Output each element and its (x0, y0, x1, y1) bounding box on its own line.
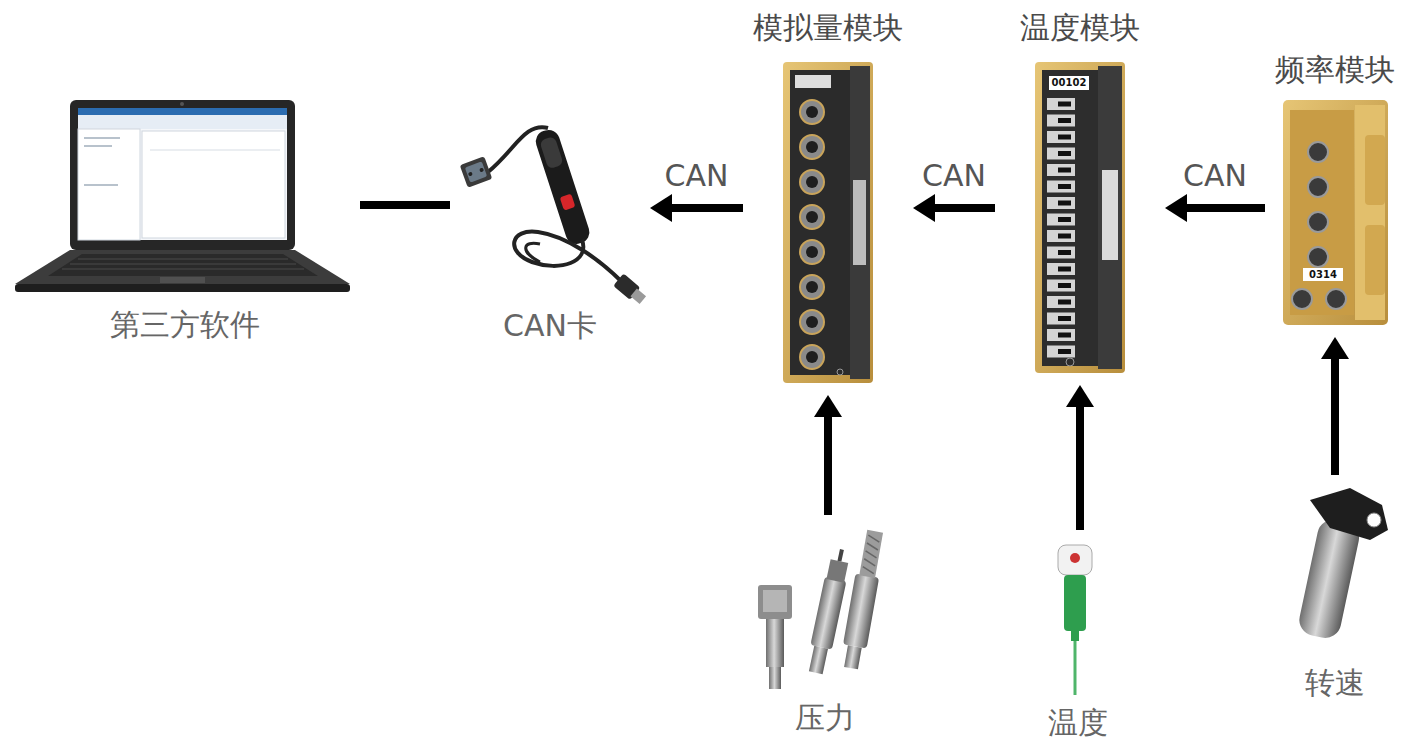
terminal (1047, 197, 1075, 209)
module-title: 模拟量模块 (748, 10, 908, 46)
terminal-slot (1058, 135, 1071, 140)
terminal (1047, 346, 1075, 358)
arrow-head (1321, 337, 1349, 359)
connector-line (1331, 357, 1339, 475)
bus-label: CAN (663, 158, 731, 194)
sensor-caption: 转速 (1280, 665, 1390, 701)
arrow-head (1165, 194, 1187, 222)
terminal (1047, 98, 1075, 110)
module-title: 温度模块 (1000, 10, 1160, 46)
terminal (1047, 313, 1075, 325)
terminal (1047, 181, 1075, 193)
arrow-head (814, 395, 842, 417)
module-title: 频率模块 (1270, 52, 1400, 88)
arrow-head (1066, 385, 1094, 407)
terminal-slot (1058, 201, 1071, 206)
speed-sensor-picture (1296, 488, 1388, 641)
connector-line (1076, 405, 1084, 530)
speed-sensor-node: 转速 (1280, 480, 1390, 705)
terminal (1047, 148, 1075, 160)
connector (360, 205, 450, 206)
connector-line (824, 415, 832, 515)
terminal (1047, 230, 1075, 242)
device-caption: CAN卡 (455, 308, 645, 344)
terminal (1047, 296, 1075, 308)
connector (1165, 194, 1265, 222)
software-node: 第三方软件 (15, 95, 355, 350)
can-card-node: CAN卡 (455, 105, 645, 350)
sensor-caption: 温度 (1030, 705, 1125, 741)
temperature-module-picture (1035, 62, 1125, 373)
connector (650, 194, 743, 222)
analog-module-node: 模拟量模块 (748, 10, 908, 390)
terminal (1047, 214, 1075, 226)
terminal-slot (1058, 267, 1071, 272)
analog-module-picture (783, 62, 873, 383)
terminal (1047, 247, 1075, 259)
terminal-slot (1058, 151, 1071, 156)
serial-number: 0314 (1309, 269, 1337, 281)
terminal (1047, 329, 1075, 341)
connector (1321, 337, 1349, 475)
frequency-module-picture (1283, 100, 1388, 325)
connector-line (1185, 204, 1265, 212)
temperature-module-node: 温度模块 (1000, 10, 1160, 380)
terminal (1047, 164, 1075, 176)
bus-label: CAN (920, 158, 988, 194)
terminal-slot (1058, 300, 1071, 305)
terminal-slot (1058, 316, 1071, 321)
temperature-sensor-node: 温度 (1030, 535, 1125, 747)
connector-line (933, 204, 995, 212)
terminal (1047, 115, 1075, 127)
terminal-slot (1058, 283, 1071, 288)
bus-label: CAN (1181, 158, 1249, 194)
terminal-slot (1058, 250, 1071, 255)
connector (814, 395, 842, 515)
terminal-slot (1058, 168, 1071, 173)
terminal-slot (1058, 333, 1071, 338)
terminal-slot (1058, 217, 1071, 222)
pressure-sensor-picture (758, 529, 887, 689)
terminal (1047, 131, 1075, 143)
connector (913, 194, 995, 222)
temperature-sensor-picture (1058, 545, 1092, 695)
connector-line (360, 201, 450, 209)
terminal (1047, 280, 1075, 292)
can-adapter-picture (460, 127, 648, 306)
terminal-slot (1058, 234, 1071, 239)
serial-number: 00102 (1052, 77, 1087, 89)
terminal-slot (1058, 118, 1071, 123)
sensor-caption: 压力 (745, 700, 905, 736)
arrow-head (913, 194, 935, 222)
laptop-picture (15, 100, 350, 292)
terminal-slot (1058, 102, 1071, 107)
pressure-sensor-node: 压力 (745, 520, 905, 745)
connector-line (670, 204, 743, 212)
software-caption: 第三方软件 (15, 307, 355, 343)
connector (1066, 385, 1094, 530)
terminal-slot (1058, 349, 1071, 354)
arrow-head (650, 194, 672, 222)
terminal-slot (1058, 184, 1071, 189)
frequency-module-node: 频率模块 (1270, 52, 1400, 332)
terminal (1047, 263, 1075, 275)
